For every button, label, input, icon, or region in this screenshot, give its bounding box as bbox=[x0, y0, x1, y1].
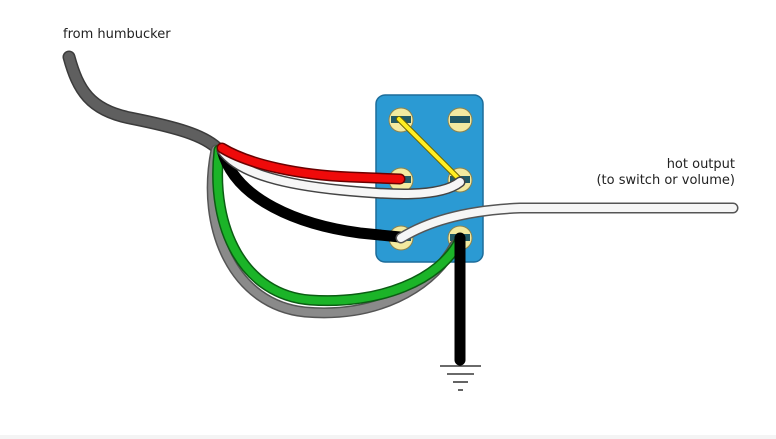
ground-symbol-icon bbox=[440, 365, 481, 391]
wire-black bbox=[216, 144, 406, 243]
wire-hot-output bbox=[395, 202, 739, 244]
hot-output-line2: (to switch or volume) bbox=[596, 173, 735, 188]
bottom-strip bbox=[0, 435, 776, 439]
hot-output-label: hot output (to switch or volume) bbox=[596, 157, 735, 189]
hot-output-line1: hot output bbox=[666, 157, 735, 172]
from-humbucker-label: from humbucker bbox=[63, 27, 171, 42]
lug-top-right bbox=[447, 107, 473, 133]
wire-red bbox=[216, 142, 406, 185]
wire-white bbox=[216, 144, 466, 200]
jumper-wire bbox=[396, 116, 463, 183]
humbucker-cable bbox=[62, 50, 226, 157]
wire-green bbox=[212, 144, 466, 307]
